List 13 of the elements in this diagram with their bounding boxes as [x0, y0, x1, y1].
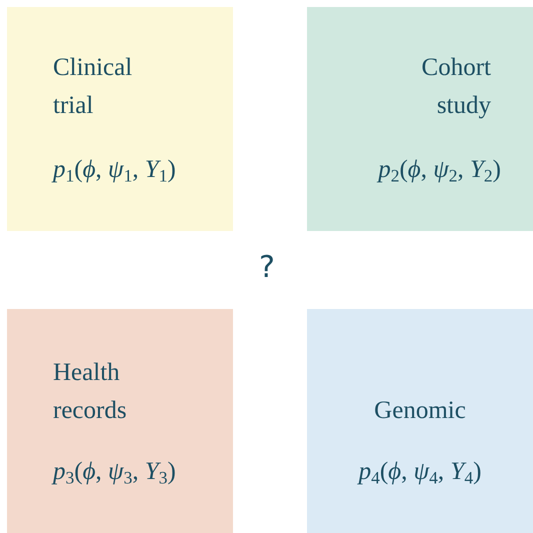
category-card	[7, 309, 233, 533]
category-card	[7, 7, 233, 231]
category-card	[307, 7, 533, 231]
formula: p$_{3}$(ϕ, ψ$_{3}$, Y$_{3}$)	[53, 457, 176, 490]
formula: p$_{2}$(ϕ, ψ$_{2}$, Y$_{2}$)	[378, 155, 501, 188]
card-title: Clinical trial	[53, 53, 134, 121]
card-title: Cohort study	[420, 53, 491, 121]
card-title: Health records	[53, 358, 128, 426]
formula: p$_{4}$(ϕ, ψ$_{4}$, Y$_{4}$)	[356, 457, 482, 490]
category-card	[307, 309, 533, 533]
question-mark: ?	[259, 250, 275, 285]
formula: p$_{1}$(ϕ, ψ$_{1}$, Y$_{1}$)	[53, 155, 176, 188]
card-title: Genomic	[373, 396, 467, 426]
